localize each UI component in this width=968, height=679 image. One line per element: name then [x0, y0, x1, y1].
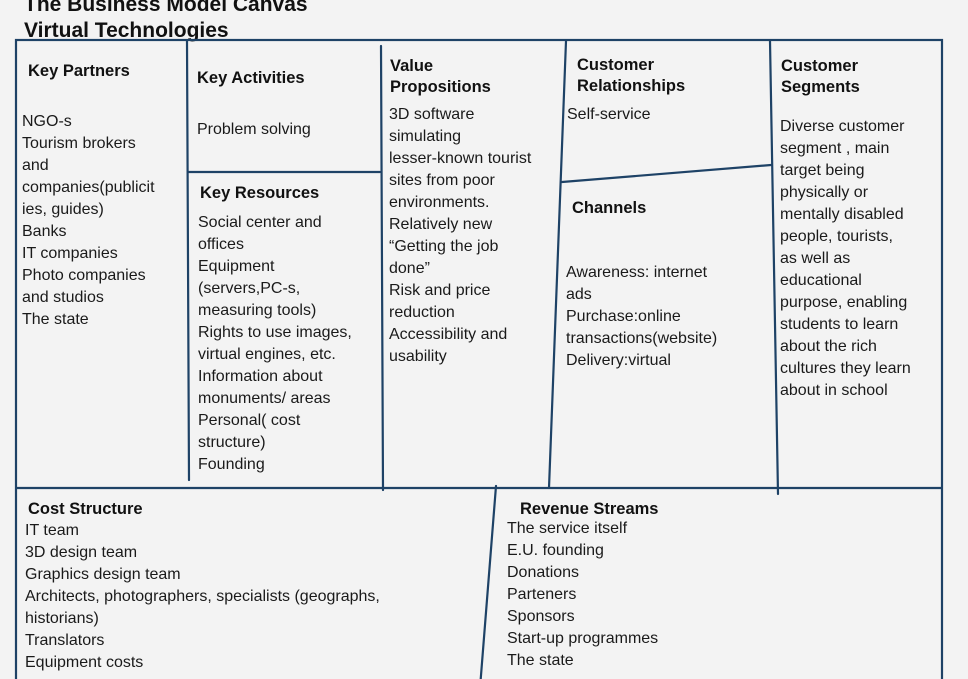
canvas-subtitle: Virtual Technologies	[24, 19, 229, 42]
canvas-title: The Business Model Canvas	[24, 0, 308, 16]
key-resources-title: Key Resources	[200, 184, 320, 202]
revenue-streams-title: Revenue Streams	[520, 500, 659, 518]
customer-relationships-title: Customer Relationships	[577, 56, 686, 95]
cost-structure-title: Cost Structure	[28, 500, 143, 518]
key-resources-list: Social center and offices Equipment (ser…	[198, 214, 352, 473]
divider-partners-activities	[185, 39, 191, 482]
divider-relationships-segments	[768, 39, 780, 496]
customer-relationships-list: Self-service	[567, 106, 651, 123]
key-partners-list: NGO-s Tourism brokers and companies(publ…	[22, 113, 155, 328]
divider-activities-value	[379, 44, 385, 492]
key-activities-title: Key Activities	[197, 69, 305, 87]
divider-value-relationships	[547, 39, 568, 490]
customer-segments-list: Diverse customer segment , main target b…	[780, 118, 911, 399]
revenue-streams-list: The service itself E.U. founding Donatio…	[507, 520, 659, 669]
value-propositions-title: Value Propositions	[390, 57, 491, 96]
divider-relationships-channels	[560, 163, 773, 184]
canvas-header: The Business Model Canvas Virtual Techno…	[24, 0, 308, 44]
channels-list: Awareness: internet ads Purchase:online …	[566, 264, 718, 369]
cost-structure-list: IT team 3D design team Graphics design t…	[25, 522, 380, 671]
canvas-border	[14, 38, 944, 679]
key-partners-block: Key Partners	[28, 61, 130, 82]
channels-title: Channels	[572, 199, 647, 217]
key-partners-title: Key Partners	[28, 62, 130, 80]
value-propositions-list: 3D software simulating lesser-known tour…	[389, 106, 532, 365]
key-activities-list: Problem solving	[197, 121, 311, 138]
customer-segments-title: Customer Segments	[781, 57, 860, 96]
divider-cost-revenue	[479, 484, 498, 679]
